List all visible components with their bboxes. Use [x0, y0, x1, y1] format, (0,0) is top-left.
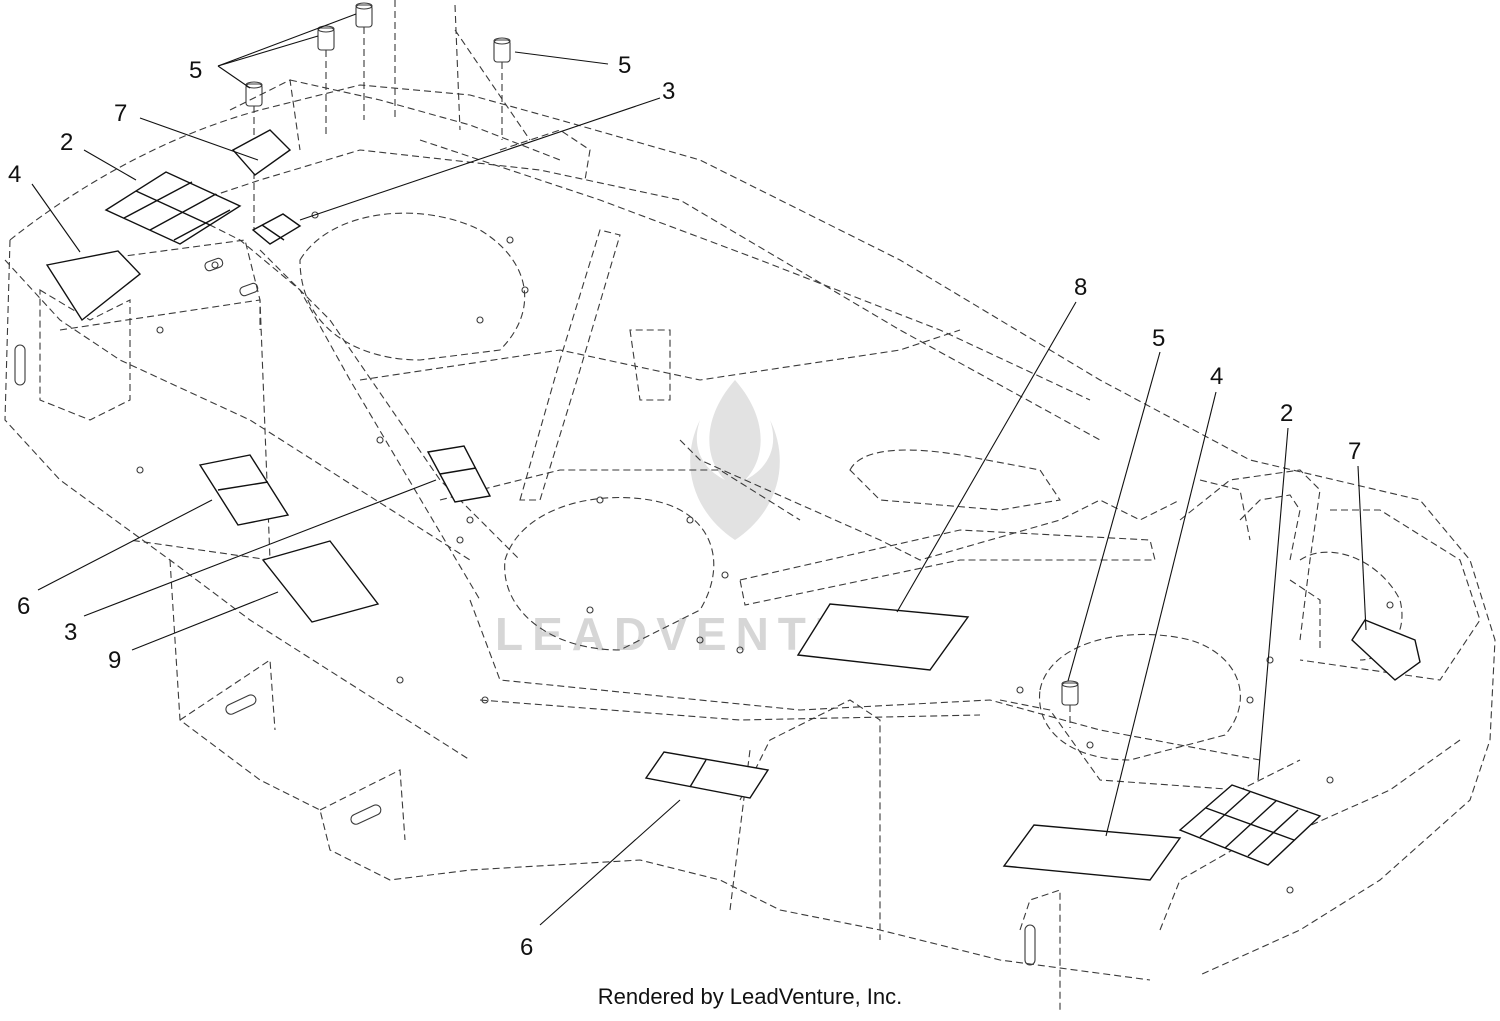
- decal-7-top: [231, 129, 292, 176]
- callout-7: 7: [1348, 438, 1361, 465]
- callout-5: 5: [1152, 325, 1165, 352]
- callout-3: 3: [64, 619, 77, 646]
- decals: [45, 129, 1421, 881]
- callout-labels: 5 5 3 7 2 4 8 5 4 2 7 6 3 9 6: [8, 52, 1361, 961]
- decal-2-bottom: [1178, 784, 1322, 866]
- callout-4: 4: [1210, 363, 1223, 390]
- decal-6-bottom: [644, 751, 770, 799]
- callout-2: 2: [1280, 400, 1293, 427]
- callout-8: 8: [1074, 274, 1087, 301]
- callout-3: 3: [662, 78, 675, 105]
- bumpers: [245, 2, 1079, 728]
- decal-3-middle: [426, 445, 492, 503]
- callout-6: 6: [17, 593, 30, 620]
- deck-slots: [14, 257, 1036, 966]
- callout-6: 6: [520, 934, 533, 961]
- watermark-flame-icon: [690, 380, 780, 540]
- decal-4-bottom: [1002, 824, 1182, 881]
- decal-7-right: [1351, 619, 1421, 681]
- deck-mounting-holes: [136, 211, 1394, 894]
- bumper-icon: [355, 2, 373, 120]
- callout-5: 5: [618, 52, 631, 79]
- decal-2-top: [104, 171, 242, 245]
- bumper-icon: [493, 37, 511, 140]
- decal-6-left: [198, 454, 290, 526]
- decal-4-top: [45, 250, 142, 322]
- footer-credit: Rendered by LeadVenture, Inc.: [597, 984, 903, 1009]
- decal-8: [796, 603, 970, 671]
- bumper-icon: [1061, 680, 1079, 728]
- callout-4: 4: [8, 161, 21, 188]
- bumper-icon: [317, 25, 335, 135]
- callout-7: 7: [114, 100, 127, 127]
- callout-2: 2: [60, 129, 73, 156]
- leader-lines: [31, 13, 1367, 926]
- decal-3-top: [251, 213, 302, 245]
- decal-9: [261, 540, 380, 623]
- callout-5: 5: [189, 57, 202, 84]
- mower-deck-body: [4, 0, 1496, 1010]
- callout-9: 9: [108, 647, 121, 674]
